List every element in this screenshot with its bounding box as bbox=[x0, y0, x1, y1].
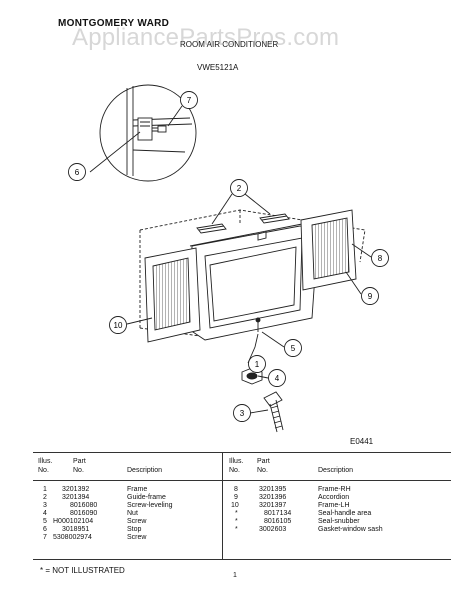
svg-text:5: 5 bbox=[291, 344, 296, 353]
header-part-no: No. bbox=[73, 467, 84, 474]
not-illustrated-note: * = NOT ILLUSTRATED bbox=[40, 566, 125, 575]
svg-text:3: 3 bbox=[240, 409, 245, 418]
svg-text:9: 9 bbox=[368, 292, 373, 301]
header-illus: Illus. bbox=[38, 458, 53, 465]
svg-text:1: 1 bbox=[255, 360, 260, 369]
table-row: 4 8016090 Nut bbox=[43, 510, 138, 517]
callout-4: 4 bbox=[268, 369, 286, 387]
callout-1: 1 bbox=[248, 355, 266, 373]
table-row: 6 3018951 Stop bbox=[43, 526, 142, 533]
table-row: 3 8016080 Screw-leveling bbox=[43, 502, 173, 509]
left-accordion-frame bbox=[144, 247, 201, 343]
watermark: AppliancePartsPros.com bbox=[72, 24, 340, 51]
frame-screw bbox=[255, 317, 261, 332]
header-illus-right: Illus. bbox=[229, 458, 244, 465]
table-row: 8 3201395 Frame-RH bbox=[234, 486, 351, 493]
table-row: 1 3201392 Frame bbox=[43, 486, 148, 493]
product-title: ROOM AIR CONDITIONER bbox=[180, 40, 279, 49]
table-row: 5 H000102104 Screw bbox=[43, 518, 147, 525]
table-row: 9 3201396 Accordion bbox=[234, 494, 350, 501]
header-part-no-right: No. bbox=[257, 467, 268, 474]
detail-view-stop-bracket bbox=[99, 84, 197, 182]
header-part-right: Part bbox=[257, 458, 270, 465]
table-row: 2 3201394 Guide-frame bbox=[43, 494, 166, 501]
table-row: * 3002603 Gasket-window sash bbox=[235, 526, 383, 533]
callout-2: 2 bbox=[230, 179, 248, 197]
table-row: * 8016105 Seal-snubber bbox=[235, 518, 360, 525]
svg-text:2: 2 bbox=[237, 184, 242, 193]
right-accordion-frame bbox=[300, 209, 357, 291]
callout-3: 3 bbox=[233, 404, 251, 422]
callouts: 7 6 2 8 9 10 5 1 4 3 bbox=[68, 91, 389, 422]
svg-text:7: 7 bbox=[187, 96, 192, 105]
callout-6: 6 bbox=[68, 163, 86, 181]
svg-text:4: 4 bbox=[275, 374, 280, 383]
callout-10: 10 bbox=[109, 316, 127, 334]
table-row: * 8017134 Seal-handle area bbox=[235, 510, 372, 517]
callout-7: 7 bbox=[180, 91, 198, 109]
table-row: 7 5308002974 Screw bbox=[43, 534, 147, 541]
nut bbox=[241, 367, 263, 385]
svg-text:8: 8 bbox=[378, 254, 383, 263]
svg-text:10: 10 bbox=[114, 321, 123, 330]
leveling-screw bbox=[263, 391, 284, 433]
svg-text:6: 6 bbox=[75, 168, 80, 177]
exploded-view-diagram: 7 6 2 8 9 10 5 1 4 3 bbox=[68, 84, 389, 433]
callout-5: 5 bbox=[284, 339, 302, 357]
callout-9: 9 bbox=[361, 287, 379, 305]
parts-table: Illus. No. Part No. Description Illus. N… bbox=[33, 452, 451, 560]
header-part: Part bbox=[73, 458, 86, 465]
table-row: 10 3201397 Frame-LH bbox=[231, 502, 350, 509]
callout-8: 8 bbox=[371, 249, 389, 267]
brand-title: MONTGOMERY WARD bbox=[58, 18, 170, 29]
header-description: Description bbox=[127, 467, 163, 474]
header-description-right: Description bbox=[318, 467, 354, 474]
diagram-code: E0441 bbox=[350, 437, 374, 446]
center-frame bbox=[189, 223, 319, 341]
header-illus-no-right: No. bbox=[229, 467, 240, 474]
guide-frames bbox=[196, 213, 290, 241]
model-number: VWE5121A bbox=[197, 63, 239, 72]
header-illus-no: No. bbox=[38, 467, 49, 474]
page-number: 1 bbox=[233, 572, 237, 579]
